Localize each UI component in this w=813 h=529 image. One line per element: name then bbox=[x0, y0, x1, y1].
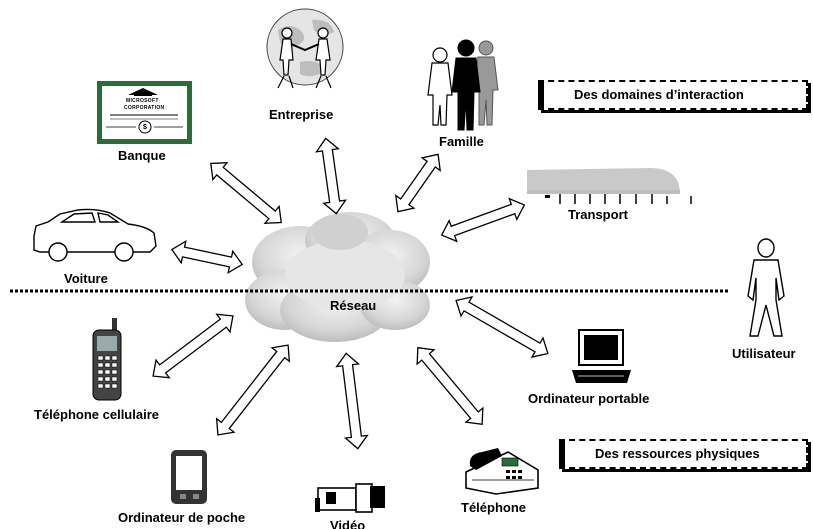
car-icon bbox=[33, 208, 157, 262]
tag-ressources-physiques: Des ressources physiques bbox=[559, 439, 808, 469]
arrow-banque bbox=[210, 162, 282, 224]
arrow-entreprise bbox=[315, 137, 347, 215]
label-utilisateur: Utilisateur bbox=[732, 346, 796, 361]
certificate-title-line2: CORPORATION bbox=[124, 105, 165, 111]
label-video: Vidéo bbox=[330, 518, 366, 529]
family-people-icon bbox=[427, 39, 499, 131]
label-telephone: Téléphone bbox=[461, 500, 527, 515]
cell-phone-icon bbox=[92, 318, 122, 401]
certificate-title-line1: MICROSOFT bbox=[126, 98, 159, 104]
cloud-network-icon bbox=[245, 212, 430, 342]
arrow-telephone bbox=[416, 346, 484, 426]
train-icon bbox=[527, 168, 692, 204]
desk-phone-icon bbox=[465, 448, 539, 495]
tag-domaines-interaction: Des domaines d’interaction bbox=[538, 80, 808, 110]
label-entreprise: Entreprise bbox=[269, 107, 334, 122]
label-transport: Transport bbox=[568, 207, 628, 222]
label-telephone-cellulaire: Téléphone cellulaire bbox=[34, 407, 159, 422]
arrow-video bbox=[335, 352, 369, 450]
arrow-famille bbox=[394, 153, 442, 213]
label-ordinateur-de-poche: Ordinateur de poche bbox=[118, 510, 246, 525]
laptop-icon bbox=[572, 329, 631, 383]
video-camera-icon bbox=[315, 483, 385, 513]
user-person-icon bbox=[747, 238, 785, 337]
label-ordinateur-portable: Ordinateur portable bbox=[528, 391, 650, 406]
label-famille: Famille bbox=[439, 134, 484, 149]
arrow-transport bbox=[440, 197, 526, 243]
arrow-voiture bbox=[170, 239, 244, 275]
label-reseau: Réseau bbox=[330, 298, 377, 313]
certificate-currency: $ bbox=[143, 124, 148, 131]
globe-handshake-icon bbox=[266, 8, 344, 89]
label-banque: Banque bbox=[118, 148, 166, 163]
bank-certificate-icon bbox=[97, 81, 192, 144]
arrow-telephone-cellulaire bbox=[152, 313, 234, 379]
label-voiture: Voiture bbox=[64, 271, 108, 286]
pda-icon bbox=[171, 450, 207, 504]
arrow-ordinateur-portable bbox=[455, 296, 549, 358]
arrow-ordinateur-de-poche bbox=[215, 344, 291, 436]
